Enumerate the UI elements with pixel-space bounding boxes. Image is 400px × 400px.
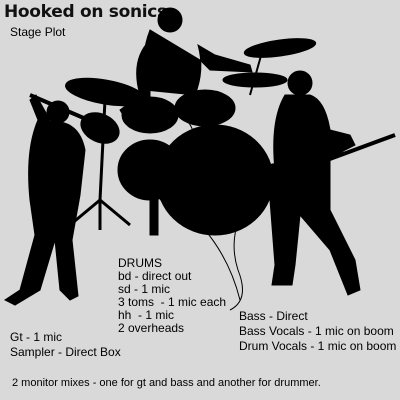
guitar-line: Sampler - Direct Box [10,345,121,359]
monitor-mix-note: 2 monitor mixes - one for gt and bass an… [12,377,321,389]
drums-line: bd - direct out [118,269,192,283]
page-subtitle: Stage Plot [10,25,66,39]
bass-line: Bass Vocals - 1 mic on boom [239,324,394,338]
guitar-line: Gt - 1 mic [10,330,63,344]
drums-line: hh - 1 mic [118,308,175,322]
drums-line: 3 toms - 1 mic each [118,295,227,309]
guitarist-silhouette [4,93,120,306]
band-logo-title: Hooked on sonics [4,2,167,22]
drums-heading: DRUMS [118,256,162,270]
bass-mic-list: Bass - Direct Bass Vocals - 1 mic on boo… [239,309,396,354]
bass-line: Bass - Direct [239,309,308,323]
drums-line: sd - 1 mic [118,282,171,296]
drums-mic-list: DRUMS bd - direct out sd - 1 mic 3 toms … [118,257,226,335]
guitar-mic-list: Gt - 1 mic Sampler - Direct Box [10,330,121,360]
bassist-silhouette [229,70,396,311]
bass-line: Drum Vocals - 1 mic on boom [239,339,397,353]
drums-line: 2 overheads [118,321,185,335]
